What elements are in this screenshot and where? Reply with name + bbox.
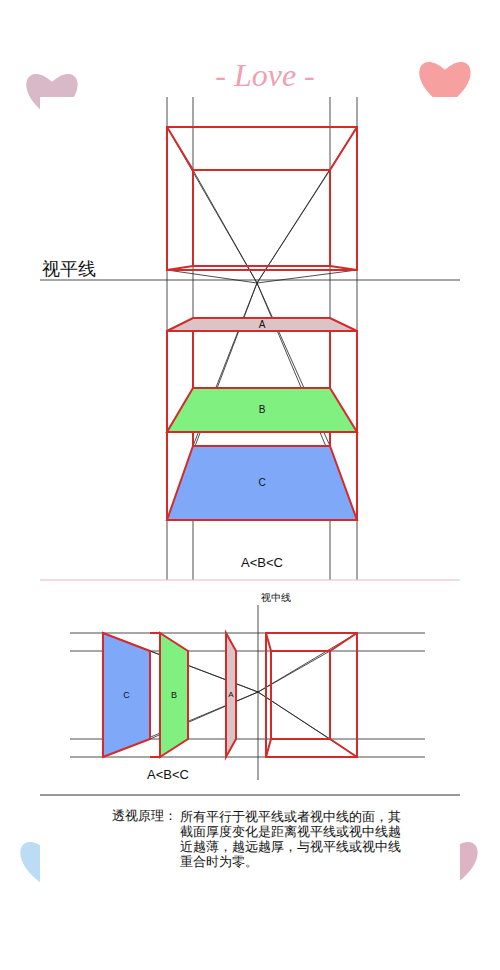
section-shape bbox=[167, 388, 357, 432]
section-letter: C bbox=[123, 691, 130, 700]
section-shape bbox=[167, 446, 357, 520]
caption-heading: 透视原理： bbox=[112, 809, 177, 823]
separator bbox=[40, 795, 460, 796]
guide-lines bbox=[40, 97, 460, 580]
section-shape bbox=[103, 633, 150, 757]
comparison-note: A<B<C bbox=[241, 556, 283, 570]
section-a: A bbox=[226, 633, 236, 757]
section-letter: B bbox=[171, 691, 177, 700]
watermark: - Love - bbox=[215, 58, 315, 93]
section-letter: A bbox=[259, 320, 266, 330]
box-outline bbox=[167, 127, 357, 520]
box-outline bbox=[150, 633, 357, 757]
axis-label: 视中线 bbox=[261, 592, 291, 603]
guide-lines bbox=[70, 605, 425, 780]
axis-label: 视平线 bbox=[42, 260, 96, 280]
section-c: C bbox=[103, 633, 150, 757]
section-shape bbox=[226, 633, 236, 757]
white-panel bbox=[40, 97, 460, 897]
section-shape bbox=[167, 318, 357, 331]
section-c: C bbox=[167, 446, 357, 520]
separator bbox=[40, 580, 460, 581]
section-letter: B bbox=[259, 405, 266, 415]
section-a: A bbox=[167, 318, 357, 331]
section-b: B bbox=[167, 388, 357, 432]
section-letter: C bbox=[258, 478, 265, 488]
comparison-note: A<B<C bbox=[147, 768, 189, 782]
section-shape bbox=[160, 633, 188, 757]
section-letter: A bbox=[228, 691, 233, 699]
section-b: B bbox=[160, 633, 188, 757]
caption: 所有平行于视平线或者视中线的面，其截面厚度变化是距离视平线或视中线越近越薄，越远… bbox=[180, 809, 404, 869]
